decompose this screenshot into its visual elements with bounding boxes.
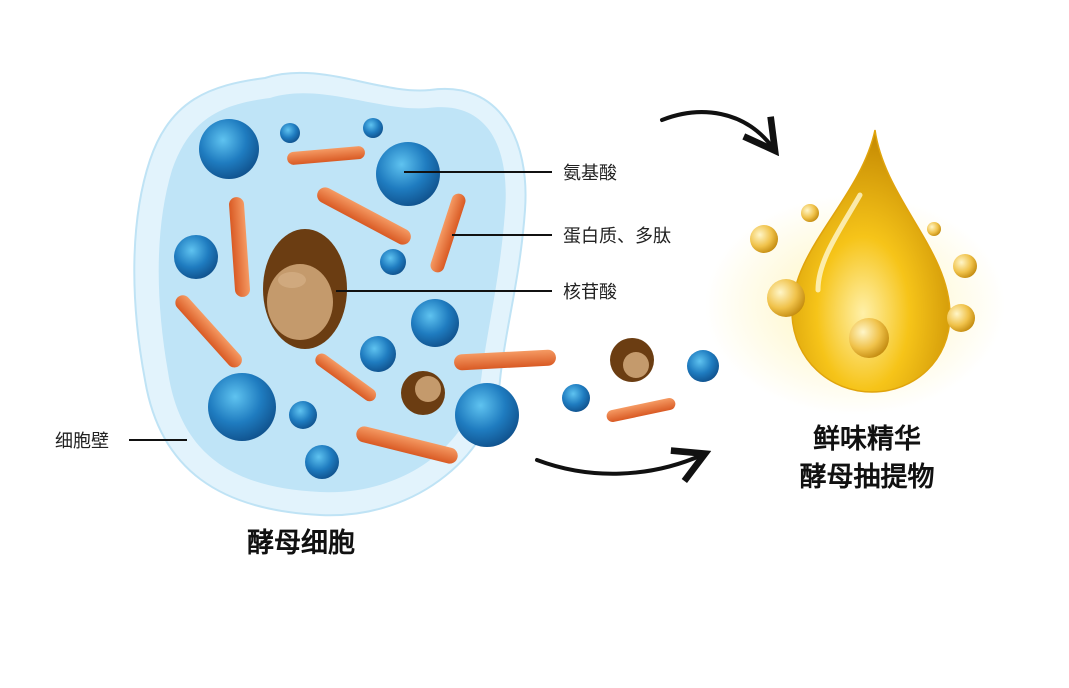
sphere [380, 249, 406, 275]
label-nucleotide: 核苷酸 [563, 282, 617, 303]
title-product-line2: 酵母抽提物 [800, 462, 935, 493]
sphere [208, 373, 276, 441]
protein-rods [175, 146, 556, 464]
protein-rod [430, 193, 466, 273]
sphere [199, 119, 259, 179]
sphere [455, 383, 519, 447]
sphere [289, 401, 317, 429]
top-arrow [660, 110, 773, 148]
protein-rod [229, 197, 250, 297]
sphere [411, 299, 459, 347]
amino-acid-spheres [174, 118, 519, 479]
protein-rod [315, 353, 377, 402]
gold-bead [849, 318, 889, 358]
bottom-arrow [535, 455, 702, 474]
small-nucleus [401, 371, 445, 415]
nucleus [263, 229, 347, 349]
protein-rod [287, 146, 365, 165]
gold-bead [767, 279, 805, 317]
gold-bead [801, 204, 819, 222]
label-protein-peptide: 蛋白质、多肽 [563, 226, 671, 247]
sphere [305, 445, 339, 479]
sphere [363, 118, 383, 138]
sphere [562, 384, 590, 412]
protein-rod [317, 187, 411, 245]
protein-rod [175, 295, 242, 368]
gold-bead [927, 222, 941, 236]
released-particles [562, 338, 719, 423]
title-yeast-cell: 酵母细胞 [247, 527, 355, 559]
leader-lines [129, 171, 552, 441]
yeast-cell [133, 71, 556, 517]
label-amino-acid: 氨基酸 [563, 163, 617, 184]
yeast-extract-drop [705, 129, 1005, 415]
label-cell-wall: 细胞壁 [55, 431, 109, 452]
title-product-line1: 鲜味精华 [813, 423, 921, 455]
sphere [687, 350, 719, 382]
sphere [280, 123, 300, 143]
sphere [174, 235, 218, 279]
gold-bead [953, 254, 977, 278]
gold-bead [750, 225, 778, 253]
sphere [360, 336, 396, 372]
protein-rod [606, 397, 676, 423]
protein-rod [454, 349, 556, 371]
sphere [376, 142, 440, 206]
gold-bead [947, 304, 975, 332]
protein-rod [356, 426, 458, 464]
golden-drop [791, 129, 951, 393]
